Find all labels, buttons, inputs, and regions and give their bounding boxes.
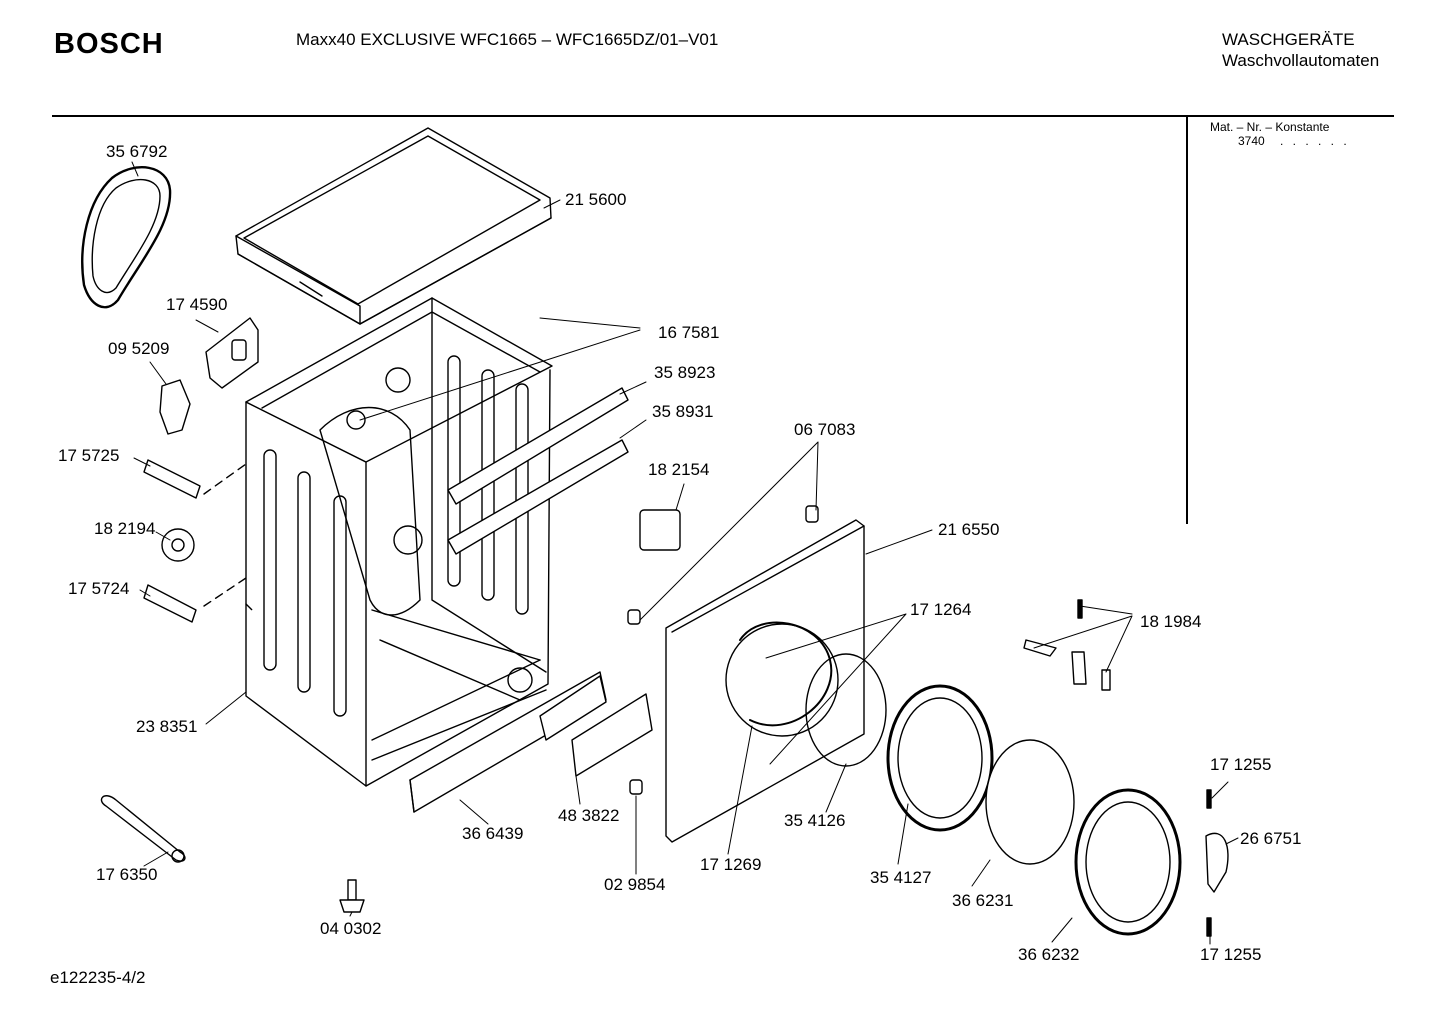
- part-label-354126: 35 4126: [784, 811, 846, 830]
- cabinet-part: [245, 297, 553, 787]
- leader-lines: [131, 161, 1239, 945]
- part-label-181984: 18 1984: [1140, 612, 1202, 631]
- part-label-171264: 17 1264: [910, 600, 972, 619]
- front-panel-part: [627, 505, 865, 843]
- part-label-171255-bottom: 17 1255: [1200, 945, 1262, 964]
- small-right-parts: [1023, 599, 1229, 937]
- part-label-216550: 21 6550: [938, 520, 1000, 539]
- part-label-067083: 06 7083: [794, 420, 856, 439]
- door-ring-parts: [805, 653, 1182, 936]
- mat-number-value: 3740: [1238, 134, 1265, 148]
- model-title: Maxx40 EXCLUSIVE WFC1665 – WFC1665DZ/01–…: [296, 30, 719, 49]
- category-label: WASCHGERÄTE: [1222, 30, 1355, 49]
- part-label-175724: 17 5724: [68, 579, 130, 598]
- part-label-366232: 36 6232: [1018, 945, 1080, 964]
- part-label-358931: 35 8931: [652, 402, 714, 421]
- part-label-029854: 02 9854: [604, 875, 666, 894]
- header-rule: [52, 115, 1394, 117]
- part-label-215600: 21 5600: [565, 190, 627, 209]
- mat-number-dots: . . . . . .: [1280, 134, 1350, 148]
- part-label-174590: 17 4590: [166, 295, 228, 314]
- part-label-366439: 36 6439: [462, 824, 524, 843]
- brand-logo: BOSCH: [54, 28, 164, 60]
- top-lid-part: [235, 127, 552, 325]
- part-label-354127: 35 4127: [870, 868, 932, 887]
- detergent-drawer-parts: [409, 671, 653, 813]
- mat-number-heading: Mat. – Nr. – Konstante: [1210, 120, 1330, 134]
- small-left-parts: [143, 317, 259, 623]
- part-label-176350: 17 6350: [96, 865, 158, 884]
- part-label-356792: 35 6792: [106, 142, 168, 161]
- part-label-238351: 23 8351: [136, 717, 198, 736]
- part-label-171255-top: 17 1255: [1210, 755, 1272, 774]
- door-gasket-part: [81, 166, 172, 309]
- part-label-175725: 17 5725: [58, 446, 120, 465]
- part-label-167581: 16 7581: [658, 323, 720, 342]
- part-label-040302: 04 0302: [320, 919, 382, 938]
- part-label-095209: 09 5209: [108, 339, 170, 358]
- diagram-code: e122235-4/2: [50, 968, 146, 987]
- part-label-366231: 36 6231: [952, 891, 1014, 910]
- part-label-182194: 18 2194: [94, 519, 156, 538]
- subcategory-label: Waschvollautomaten: [1222, 51, 1380, 70]
- wrench-and-screw-parts: [100, 795, 365, 913]
- part-label-182154: 18 2154: [648, 460, 710, 479]
- part-label-358923: 35 8923: [654, 363, 716, 382]
- cross-rail-parts: [447, 387, 629, 555]
- part-label-171269: 17 1269: [700, 855, 762, 874]
- part-label-483822: 48 3822: [558, 806, 620, 825]
- side-rule: [1186, 116, 1188, 524]
- part-label-266751: 26 6751: [1240, 829, 1302, 848]
